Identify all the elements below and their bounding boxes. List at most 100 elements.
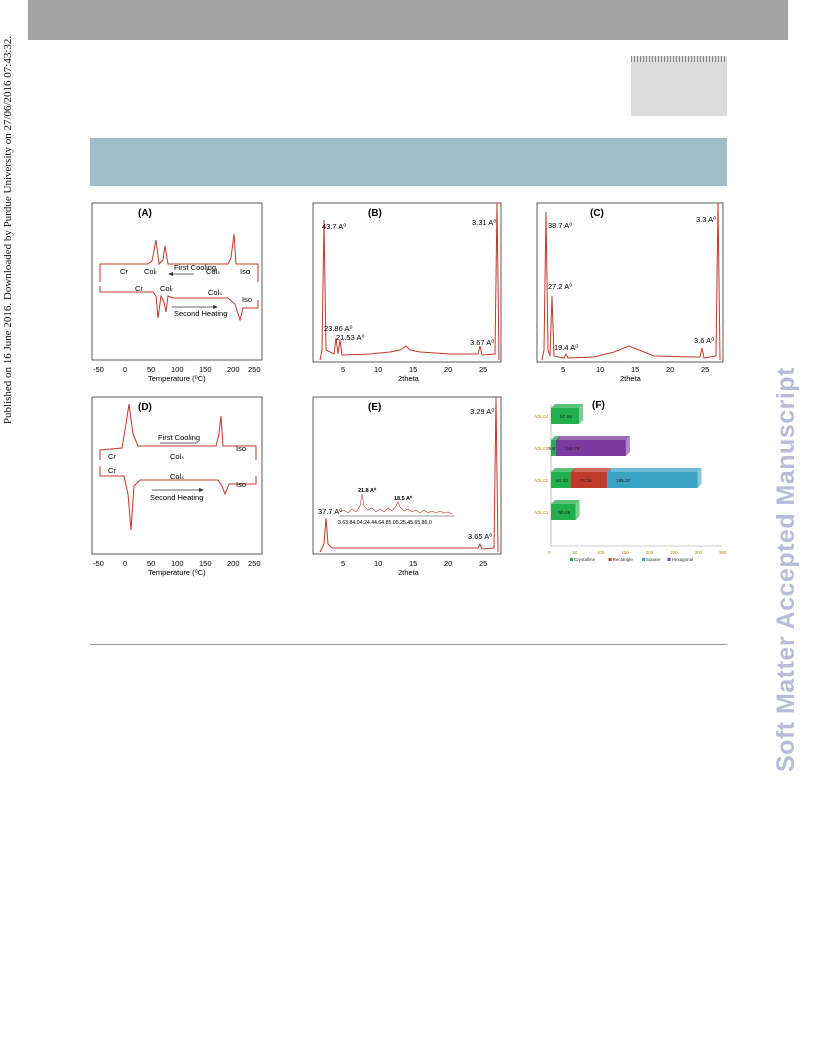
legend-entry: Rectangle [613,557,634,562]
legend-swatch [642,558,645,561]
tick-label: 100 [597,550,605,555]
peak-label: 3.65 A⁰ [468,532,492,541]
tick-label: 10 [374,365,382,374]
axis-title: Temperature (⁰C) [148,374,206,383]
frame [312,202,502,363]
tick-label: 0 [123,365,127,374]
inset-ticks: 3.63.84.04.24.44.64.85.05.25.45.65.86.0 [338,520,432,526]
panel-label: (F) [592,400,605,411]
tick-label: 20 [444,559,452,568]
peak-label: 23.86 A⁰ [324,324,352,333]
heating-curve [99,286,259,322]
panel-label: (E) [368,402,381,413]
peak-label: 21.53 A⁰ [336,333,364,342]
peak-label: 3.29 A⁰ [470,407,494,416]
bar-value-label: 143.79 [565,446,580,452]
bar-value-label: 185.37 [616,478,631,484]
bar-top [551,436,560,440]
tick-label: 50 [147,365,155,374]
tick-label: 150 [199,365,212,374]
tick-label: 25 [701,365,709,374]
tick-label: 0 [123,559,127,568]
tick-label: 150 [199,559,212,568]
tick-label: 25 [479,559,487,568]
bar-value-label: 74.26 [580,478,592,484]
bar-segment [606,472,698,488]
bar-segment [551,408,580,424]
tick-label: 200 [227,559,240,568]
category-label: ADLC4 [534,414,549,419]
peak-label: 3.67 A⁰ [470,338,494,347]
axis-title: Temperature (⁰C) [148,568,206,577]
tick-label: 100 [171,559,184,568]
bar-segment [551,504,576,520]
phase-label: Colₛ [206,267,220,276]
bar-side [697,468,702,488]
panel-a-dsc: (A) First Cooling Second Heating Cr Colᵣ… [91,202,263,383]
panel-label: (B) [368,208,382,219]
heating-label: Second Heating [150,493,203,502]
bar-segment [551,440,556,456]
tick-label: 20 [444,365,452,374]
bar-side [575,500,580,520]
bar-segment [551,472,571,488]
bar-top [551,468,575,472]
tick-label: 350 [719,550,727,555]
bar-top [606,468,702,472]
bar-value-label: 9.61 [548,446,558,452]
tick-label: 250 [248,559,261,568]
panel-c-xrd: (C) 38.7 A⁰ 27.2 A⁰ 19.4 A⁰ 3.6 A⁰ 3.3 A… [536,202,724,383]
arrow-head [199,488,204,492]
cooling-curve [99,403,257,460]
heating-label: Second Heating [174,309,227,318]
phase-label: Cr [108,466,116,475]
arrow-head [168,272,173,276]
phase-label: Colₛ [170,452,184,461]
tick-label: 100 [171,365,184,374]
panel-label: (D) [138,402,152,413]
phase-label: Cr [108,452,116,461]
tick-label: -50 [93,365,104,374]
cooling-label: First Cooling [158,433,200,442]
bar-value-label: 57.65 [560,414,572,420]
bar-segment [555,440,626,456]
logo-strip [631,56,727,62]
phase-label: Iso [240,267,250,276]
bar-top [551,404,584,408]
tick-label: 150 [621,550,629,555]
manuscript-watermark: Soft Matter Accepted Manuscript [772,367,800,772]
x-axis: -50 0 50 100 150 200 250 Temperature (⁰C… [93,365,261,383]
tick-label: 20 [666,365,674,374]
phase-label: Iso [236,444,246,453]
title-banner [90,138,727,186]
panel-d-dsc: (D) First Cooling Second Heating Cr Colₛ… [91,396,263,577]
bar-value-label: 40.23 [556,478,568,484]
axis-title: 2theta [398,374,420,383]
tick-label: 10 [596,365,604,374]
legend-entry: Square [646,557,661,562]
diffraction-curve [541,202,721,361]
legend-swatch [667,558,671,561]
tick-label: 0 [548,550,551,555]
panel-label: (C) [590,208,604,219]
frame [536,202,724,363]
cooling-curve [99,233,259,282]
publication-note: Published on 16 June 2016. Downloaded by… [2,35,14,425]
tick-label: 50 [147,559,155,568]
peak-label: 3.31 A⁰ [472,218,496,227]
tick-label: 15 [409,365,417,374]
legend-entry: Hexagonal [672,557,694,562]
tick-label: 250 [670,550,678,555]
inset-curve [339,493,453,515]
tick-label: 5 [341,365,345,374]
diffraction-curve [319,396,499,553]
phase-label: Iso [242,295,252,304]
phase-label: Colₛ [170,472,184,481]
tick-label: 200 [227,365,240,374]
tick-label: 15 [409,559,417,568]
panel-b-xrd: (B) 43.7 A⁰ 23.86 A⁰ 21.53 A⁰ 3.67 A⁰ 3.… [312,202,502,383]
diffraction-curve [319,202,500,361]
tick-label: 300 [695,550,703,555]
inset-peak-label: 21.8 A⁰ [358,487,377,494]
